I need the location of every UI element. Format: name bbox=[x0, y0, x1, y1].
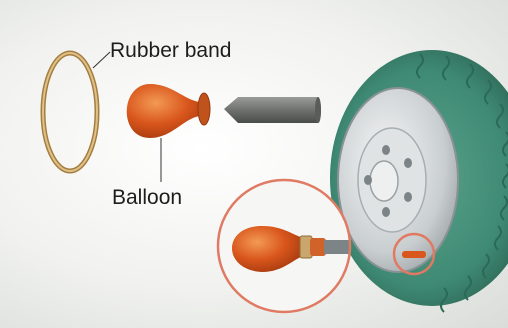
tire-icon bbox=[330, 50, 508, 312]
balloon-label: Balloon bbox=[112, 187, 182, 208]
rubber-band-label: Rubber band bbox=[110, 40, 231, 61]
rubber-band-leader-line bbox=[93, 52, 110, 68]
valve-tool-icon bbox=[224, 97, 321, 123]
balloon-icon bbox=[127, 84, 210, 138]
valve-stem-icon bbox=[402, 251, 426, 258]
rubber-band-icon bbox=[43, 53, 97, 171]
